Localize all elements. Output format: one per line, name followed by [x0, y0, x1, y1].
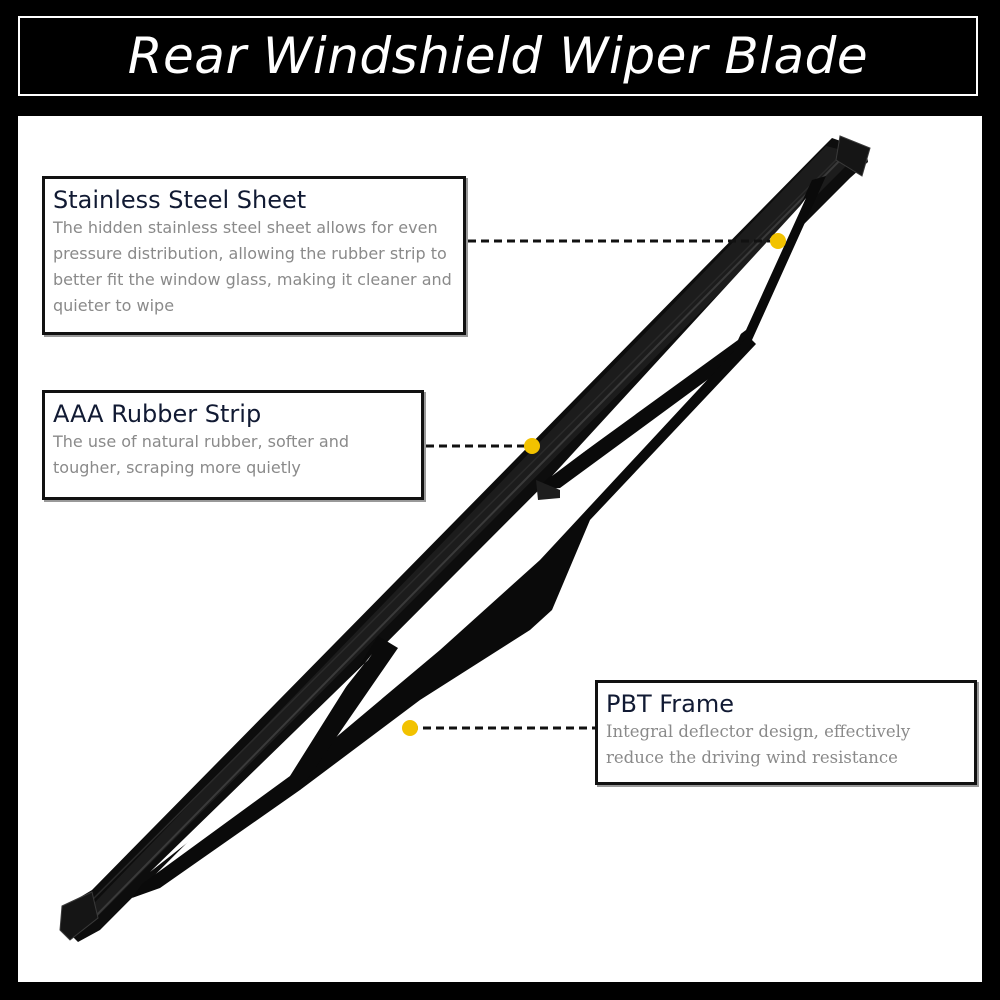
callout-aaa-rubber-strip: AAA Rubber Strip The use of natural rubb…	[42, 390, 424, 500]
callout-description: The use of natural rubber, softer and to…	[53, 432, 350, 477]
page-title: Rear Windshield Wiper Blade	[127, 27, 869, 85]
callout-description: The hidden stainless steel sheet allows …	[53, 218, 452, 315]
callout-title: Stainless Steel Sheet	[53, 186, 307, 214]
callout-description: Integral deflector design, effectively r…	[606, 722, 911, 767]
callout-stainless-steel-sheet: Stainless Steel Sheet The hidden stainle…	[42, 176, 466, 335]
callout-title: PBT Frame	[606, 690, 735, 718]
callout-title: AAA Rubber Strip	[53, 400, 262, 428]
callout-pbt-frame: PBT Frame Integral deflector design, eff…	[595, 680, 977, 785]
title-bar: Rear Windshield Wiper Blade	[18, 16, 978, 96]
